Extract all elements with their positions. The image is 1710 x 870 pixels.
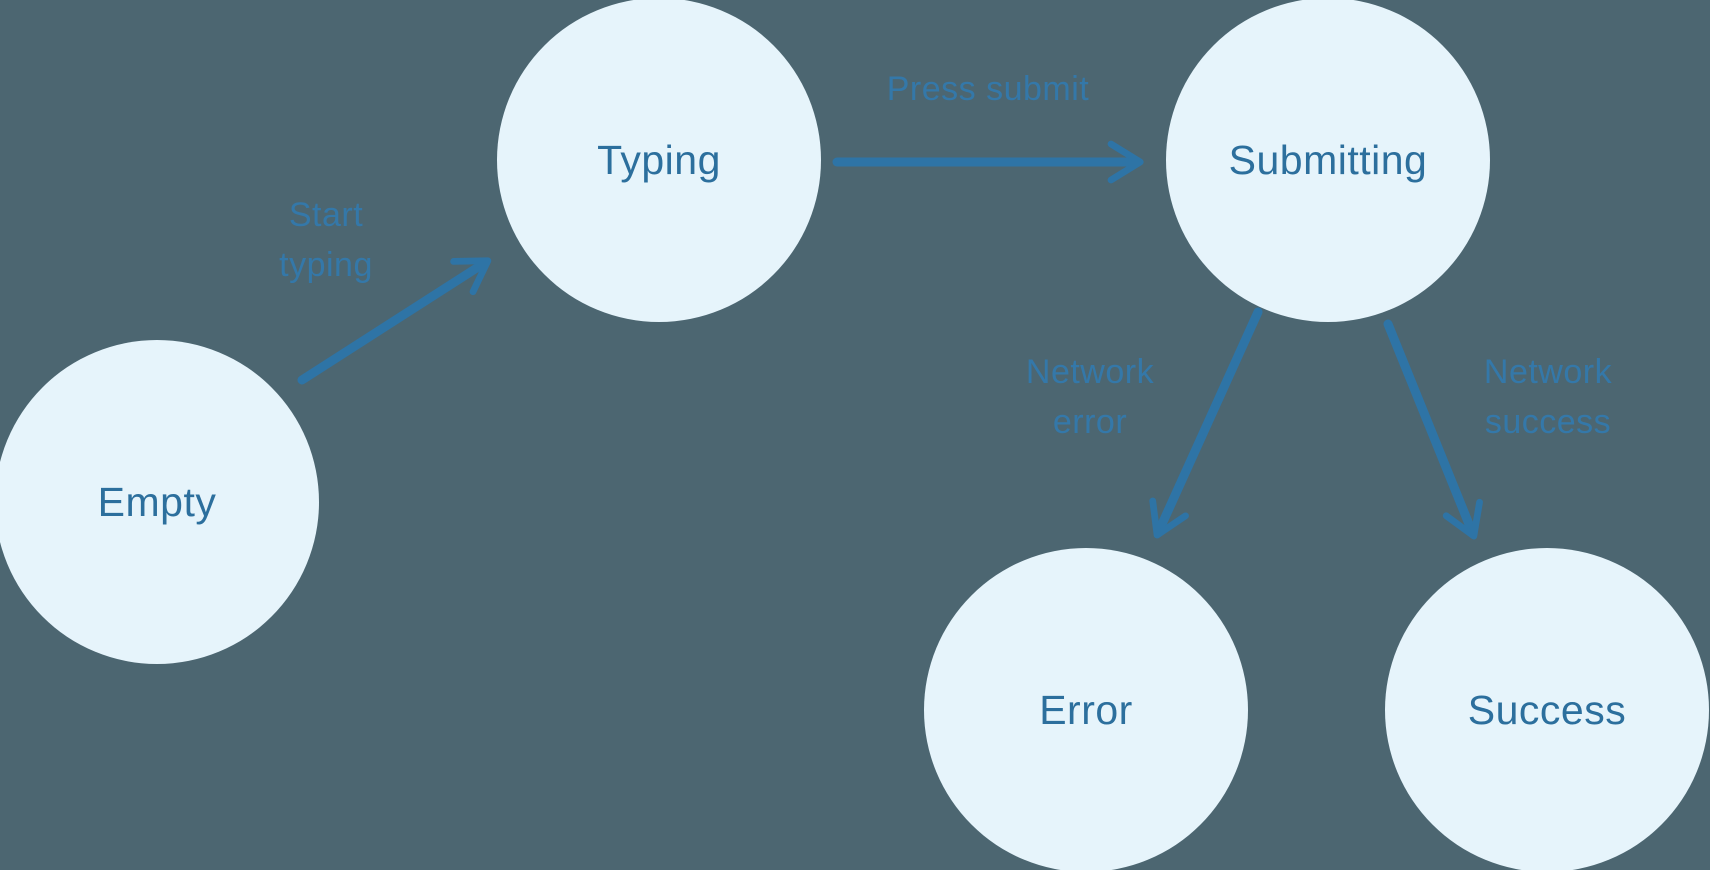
edge-label-network-error: Network error [1026, 347, 1154, 447]
edge-label-start-typing-line1: Start [288, 196, 364, 234]
edge-label-start-typing: Start typing [279, 190, 373, 290]
edge-label-network-error-line1: Network [1025, 353, 1155, 391]
state-node-typing: Typing [497, 0, 821, 322]
state-node-success: Success [1385, 548, 1709, 870]
edge-label-press-submit: Press submit [887, 64, 1090, 114]
state-node-error: Error [924, 548, 1248, 870]
edge-label-network-success-line1: Network [1483, 353, 1613, 391]
edge-label-network-success-line2: success [1484, 403, 1612, 441]
state-label-empty: Empty [97, 478, 217, 525]
edge-label-start-typing-line2: typing [279, 246, 373, 284]
state-label-submitting: Submitting [1228, 136, 1428, 183]
state-label-error: Error [1039, 686, 1133, 733]
edge-empty-to-typing-arrow [297, 257, 492, 385]
state-label-typing: Typing [597, 136, 721, 183]
edge-label-press-submit-line1: Press submit [886, 70, 1090, 108]
edge-label-network-success: Network success [1484, 347, 1612, 447]
state-label-success: Success [1467, 686, 1627, 733]
state-node-empty: Empty [0, 340, 319, 664]
edge-submitting-to-success-arrow [1383, 319, 1483, 540]
state-node-submitting: Submitting [1166, 0, 1490, 322]
edge-submitting-to-error-arrow [1149, 307, 1263, 539]
edge-label-network-error-line2: error [1052, 403, 1128, 441]
